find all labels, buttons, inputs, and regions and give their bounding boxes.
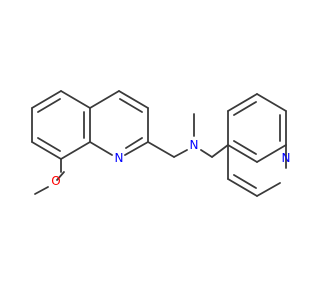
bond [118,90,149,109]
bond [89,90,120,109]
bond [200,149,213,158]
bond [233,101,257,116]
nitrogen-atom-label: N [282,151,291,165]
bond [227,178,258,197]
quinoline-left [31,90,188,173]
bond [233,140,257,155]
bond [233,174,257,189]
quinoline-right [227,93,287,197]
oxygen-atom-label: O [51,174,60,188]
structure-canvas: O N N N [31,90,291,197]
bond [60,141,91,160]
bond [119,98,143,113]
bond [125,137,143,149]
bond [31,90,62,109]
bond [31,141,62,160]
amine-group [193,113,229,158]
bond [256,182,281,197]
bond [89,141,113,156]
bond [256,144,287,163]
bond [37,98,61,113]
molecule-drawing: O N N N [31,90,291,197]
bond [37,137,61,152]
bond [211,144,229,158]
bond [227,144,258,163]
bond [124,141,149,156]
bond [147,141,175,158]
bond [56,171,65,181]
bond [173,149,188,158]
nitrogen-atom-label: N [115,151,124,165]
bond [256,93,287,112]
bond [34,186,49,195]
bond [60,90,91,109]
amine-nitrogen-label: N [190,138,199,152]
methoxy-group [34,171,65,195]
bond [227,93,258,112]
